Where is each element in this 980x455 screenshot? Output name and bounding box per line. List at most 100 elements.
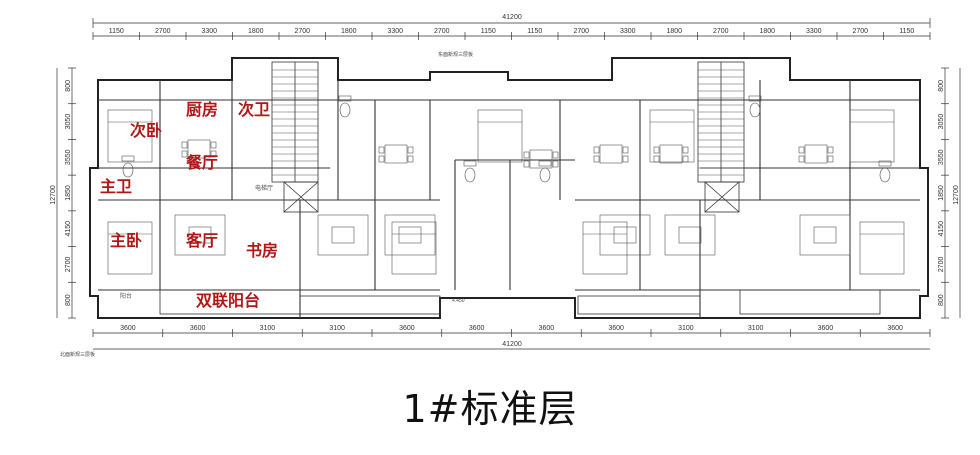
sofa-set-symbol [664, 214, 716, 256]
left-dim-label: 1850 [65, 185, 72, 201]
dining-table-symbol [599, 144, 623, 164]
bottom-dim-label: 3600 [608, 325, 624, 332]
top-dim-label: 1150 [109, 28, 124, 35]
bed-symbol [107, 221, 153, 275]
bottom-dim-label: 3600 [818, 325, 834, 332]
bed-symbol [649, 109, 695, 163]
furniture-symbols [107, 95, 905, 275]
dining-table-symbol [529, 149, 553, 169]
chair-symbol [523, 151, 530, 159]
room-label-can-ting: 餐厅 [185, 153, 218, 172]
bottom-dim-label: 3100 [260, 325, 276, 332]
bed-symbol [849, 109, 895, 163]
dining-table-symbol [384, 144, 408, 164]
top-dim-label: 1150 [527, 28, 542, 35]
toilet-symbol [539, 167, 551, 183]
chair-symbol [682, 146, 689, 154]
room-labels: 次卧 厨房 次卫 餐厅 主卫 主卧 客厅 书房 双联阳台 [100, 100, 278, 310]
room-label-shu-fang: 书房 [246, 241, 278, 260]
coffee-table-symbol [678, 226, 702, 244]
bottom-dim-label: 3600 [887, 325, 903, 332]
top-dim-label: 2700 [294, 28, 310, 35]
toilet-symbol [749, 102, 761, 118]
chair-symbol [827, 155, 834, 163]
chair-symbol [798, 155, 805, 163]
bottom-dim-label: 3600 [539, 325, 555, 332]
bed-symbol [107, 109, 153, 163]
top-dim-label: 1150 [481, 28, 496, 35]
dining-table-symbol [804, 144, 828, 164]
toilet-symbol [464, 167, 476, 183]
left-dim-label: 3550 [65, 149, 72, 165]
top-dim-label: 1800 [248, 28, 264, 35]
note-left-bottom: 北面新规三层板 [60, 351, 95, 358]
chair-symbol [682, 155, 689, 163]
sofa-set-symbol [317, 214, 369, 256]
bottom-dim-label: 3600 [120, 325, 136, 332]
bottom-dim-label: 3100 [678, 325, 694, 332]
chair-symbol [653, 155, 660, 163]
coffee-table-symbol [398, 226, 422, 244]
bottom-dim-label: 3100 [748, 325, 764, 332]
top-dim-label: 3300 [620, 28, 636, 35]
top-dim-label: 2700 [713, 28, 729, 35]
room-label-zhu-wo: 主卧 [110, 231, 142, 250]
right-dim-label: 2700 [938, 257, 945, 273]
chair-symbol [552, 160, 559, 168]
toilet-symbol [879, 167, 891, 183]
top-dim-label: 2700 [155, 28, 171, 35]
chair-symbol [378, 155, 385, 163]
left-dim-label: 4150 [65, 221, 72, 237]
room-label-balcony: 双联阳台 [196, 291, 260, 310]
top-dim-label: 3300 [201, 28, 217, 35]
right-dim-label: 800 [938, 294, 945, 306]
chair-symbol [210, 150, 217, 158]
right-dim-label: 3550 [938, 149, 945, 165]
dining-table-symbol [659, 144, 683, 164]
core-left [271, 61, 319, 213]
chair-symbol [593, 146, 600, 154]
core-right [697, 61, 745, 213]
chair-symbol [593, 155, 600, 163]
toilet-symbol [122, 162, 134, 178]
chair-symbol [798, 146, 805, 154]
chair-symbol [181, 141, 188, 149]
right-dim-label: 1850 [938, 185, 945, 201]
coffee-table-symbol [188, 226, 212, 244]
bed-symbol [859, 221, 905, 275]
note-top-center: 东面新规三层板 [438, 51, 473, 58]
bottom-total-label: 41200 [502, 341, 522, 348]
chair-symbol [407, 155, 414, 163]
coffee-table-symbol [813, 226, 837, 244]
bed-symbol [391, 221, 437, 275]
top-dim-label: 2700 [573, 28, 589, 35]
coffee-table-symbol [613, 226, 637, 244]
room-label-zhu-wei: 主卫 [100, 177, 132, 196]
left-dim-label: 3050 [65, 114, 72, 130]
top-dim-label: 2700 [434, 28, 450, 35]
sofa-set-symbol [799, 214, 851, 256]
right-total-label: 12700 [953, 185, 960, 205]
chair-symbol [210, 141, 217, 149]
right-dim-label: 4150 [938, 221, 945, 237]
note-elevation: 4.450 [452, 298, 465, 304]
toilet-tank-symbol [538, 160, 552, 167]
right-dim-label: 800 [938, 80, 945, 92]
chair-symbol [622, 155, 629, 163]
sofa-set-symbol [174, 214, 226, 256]
bottom-total-dimension: 41200 [93, 341, 930, 350]
chair-symbol [622, 146, 629, 154]
coffee-table-symbol [331, 226, 355, 244]
chair-symbol [523, 160, 530, 168]
left-dim-label: 800 [65, 80, 72, 92]
toilet-tank-symbol [463, 160, 477, 167]
bed-symbol [582, 221, 628, 275]
chair-symbol [407, 146, 414, 154]
toilet-tank-symbol [878, 160, 892, 167]
sofa-set-symbol [599, 214, 651, 256]
bed-symbol [477, 109, 523, 163]
